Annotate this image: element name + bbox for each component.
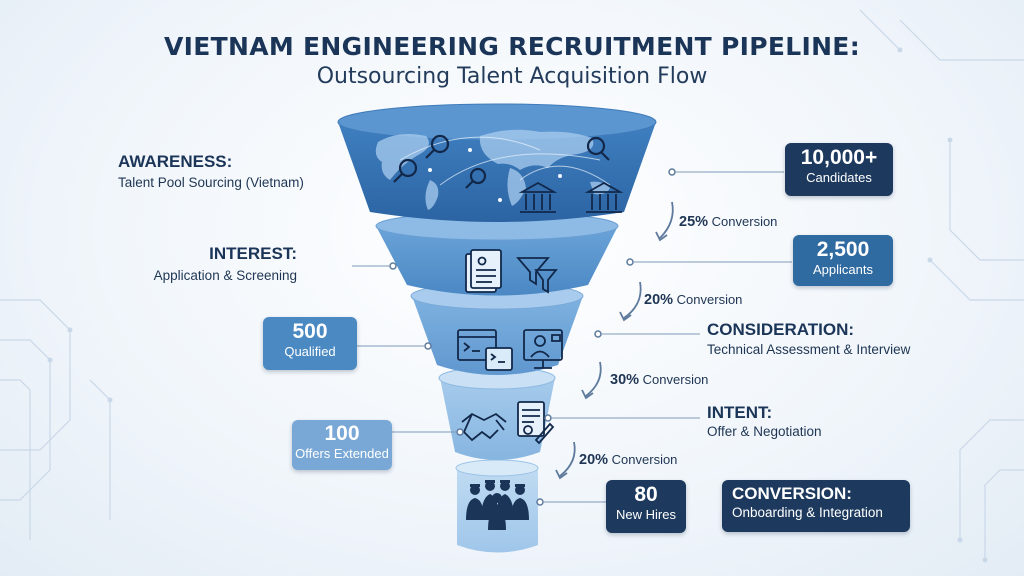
count-value: 10,000+: [800, 146, 878, 169]
handshake-icon: [461, 412, 507, 442]
conversion-stage-box: CONVERSION: Onboarding & Integration: [722, 480, 910, 532]
stage-conversion-name: CONVERSION:: [732, 484, 852, 503]
count-box-consideration: 500 Qualified: [263, 317, 357, 370]
funnel-stage-awareness: [337, 103, 657, 222]
stage-intent-name: INTENT:: [707, 403, 773, 422]
magnifier-icon: [425, 134, 450, 159]
university-icon: [518, 181, 558, 213]
count-value: 500: [292, 320, 328, 343]
resume-icon: [465, 249, 502, 293]
conversion-rate-3: 30% Conversion: [610, 372, 708, 388]
count-unit: Applicants: [813, 262, 873, 277]
count-value: 80: [634, 483, 658, 506]
code-window-icon: [457, 329, 513, 371]
stage-interest-name: INTEREST:: [209, 244, 297, 263]
conversion-rate-1: 25% Conversion: [679, 214, 777, 230]
contract-icon: [517, 401, 555, 445]
filter-icon: [516, 257, 558, 294]
conversion-label: Conversion: [642, 372, 709, 387]
magnifier-icon: [465, 167, 487, 189]
stage-interest-desc: Application & Screening: [153, 268, 297, 283]
page-subtitle: Outsourcing Talent Acquisition Flow: [316, 64, 708, 89]
page-title: VIETNAM ENGINEERING RECRUITMENT PIPELINE…: [163, 32, 860, 61]
count-unit: Candidates: [806, 170, 872, 185]
magnifier-icon: [393, 158, 418, 183]
count-value: 2,500: [816, 238, 870, 261]
count-box-intent: 100 Offers Extended: [292, 420, 392, 470]
conversion-pct: 20%: [579, 452, 609, 468]
conversion-rate-4: 20% Conversion: [579, 452, 677, 468]
conversion-pct: 25%: [679, 214, 709, 230]
stage-intent-desc: Offer & Negotiation: [707, 424, 822, 439]
count-unit: Offers Extended: [295, 446, 389, 461]
count-box-conversion: 80 New Hires: [606, 480, 686, 533]
stage-awareness-name: AWARENESS:: [118, 152, 233, 171]
stage-consideration-desc: Technical Assessment & Interview: [707, 342, 911, 357]
stage-awareness-desc: Talent Pool Sourcing (Vietnam): [118, 175, 304, 190]
team-icon: [466, 480, 529, 530]
conversion-label: Conversion: [676, 292, 743, 307]
conversion-label: Conversion: [711, 214, 778, 229]
stage-conversion-desc: Onboarding & Integration: [732, 505, 883, 520]
count-value: 100: [324, 422, 360, 445]
count-unit: Qualified: [284, 344, 336, 359]
count-unit: New Hires: [616, 507, 676, 522]
video-interview-icon: [523, 329, 563, 369]
conversion-pct: 30%: [610, 372, 640, 388]
university-icon: [584, 181, 624, 213]
stage-consideration-name: CONSIDERATION:: [707, 320, 855, 339]
conversion-rate-2: 20% Conversion: [644, 292, 742, 308]
count-box-interest: 2,500 Applicants: [793, 235, 893, 286]
conversion-pct: 20%: [644, 292, 674, 308]
count-box-awareness: 10,000+ Candidates: [785, 143, 893, 196]
magnifier-icon: [586, 136, 610, 161]
conversion-label: Conversion: [611, 452, 678, 467]
